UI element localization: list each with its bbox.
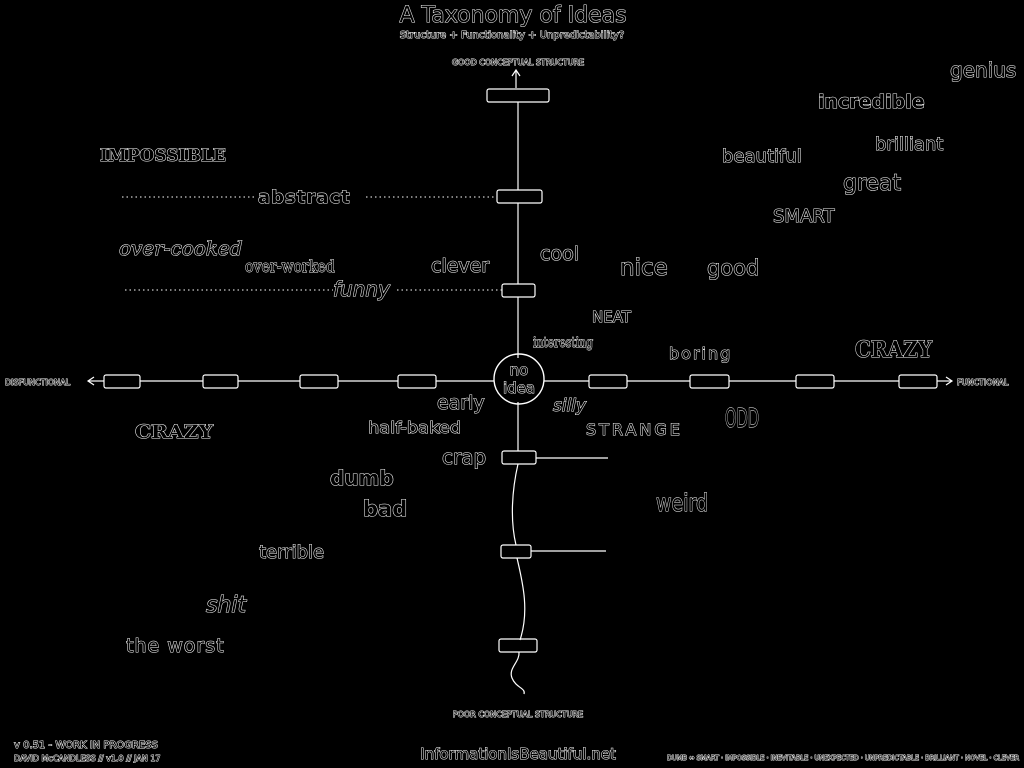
word-over-worked: over-worked [245, 257, 335, 277]
axis-box [486, 88, 550, 103]
word-genius: genius [950, 58, 1016, 82]
word-the-worst: the worst [126, 635, 225, 657]
word-funny: funny [333, 277, 391, 301]
dotted-guides [122, 196, 502, 291]
center-label-line1: no [510, 361, 529, 379]
page-title: A Taxonomy of Ideas [399, 3, 626, 28]
word-smart: SMART [773, 206, 835, 227]
word-silly: silly [553, 396, 587, 416]
axis-box [496, 189, 543, 204]
word-shit: shit [206, 593, 248, 618]
word-over-cooked: over-cooked [119, 236, 243, 260]
word-brilliant: brilliant [875, 134, 943, 155]
right-axis-label: FUNCTIONAL [957, 378, 1009, 387]
word-incredible: incredible [818, 91, 925, 113]
axis-box [500, 544, 532, 559]
word-bad: bad [363, 497, 407, 521]
idea-words: genius incredible brilliant beautiful gr… [100, 58, 1017, 658]
axis-box [588, 374, 628, 389]
word-crazy-left: CRAZY [135, 421, 213, 443]
axis-box [202, 374, 239, 389]
word-early: early [437, 392, 485, 414]
axis-box [795, 374, 835, 389]
version-note: v 0.51 - WORK IN PROGRESS [14, 740, 158, 751]
center-circle [493, 353, 545, 405]
axis-box [498, 638, 538, 653]
word-good: good [707, 256, 759, 280]
horizontal-axis [86, 376, 954, 386]
word-strange: STRANGE [586, 420, 683, 439]
word-cool: cool [540, 243, 579, 265]
word-abstract: abstract [258, 187, 351, 208]
word-crazy-right: CRAZY [855, 337, 932, 363]
word-half-baked: half-baked [368, 418, 461, 437]
bottom-axis-label: POOR CONCEPTUAL STRUCTURE [453, 710, 583, 719]
axis-box [397, 374, 437, 389]
credit-note: DAVID McCANDLESS // v1.0 // JAN 17 [14, 754, 161, 763]
word-odd: ODD [725, 404, 759, 434]
word-weird: weird [656, 489, 708, 517]
word-beautiful: beautiful [722, 146, 802, 167]
axis-box [501, 283, 536, 298]
axis-box [898, 374, 938, 389]
word-crap: crap [442, 445, 486, 469]
vertical-axis [510, 68, 608, 695]
word-nice: nice [620, 255, 668, 281]
word-neat: NEAT [592, 308, 632, 326]
word-dumb: dumb [330, 466, 394, 490]
center-label-line2: idea [503, 379, 535, 397]
axis-box [299, 374, 339, 389]
word-impossible: IMPOSSIBLE [100, 146, 226, 166]
site-credit: InformationIsBeautiful.net [420, 745, 616, 763]
left-axis-label: DISFUNCTIONAL [5, 378, 71, 387]
axis-box [689, 374, 730, 389]
axis-box [501, 450, 537, 465]
page-subtitle: Structure + Functionality + Unpredictabi… [400, 30, 625, 41]
word-great: great [843, 171, 902, 196]
word-clever: clever [431, 255, 489, 277]
top-axis-label: GOOD CONCEPTUAL STRUCTURE [452, 58, 584, 67]
word-terrible: terrible [259, 542, 324, 563]
axis-box [103, 374, 141, 389]
footer-legend: DUMB ↔ SMART · IMPOSSIBLE · INEVITABLE ·… [667, 754, 1019, 762]
word-interesting: interesting [533, 335, 593, 351]
word-boring: boring [669, 344, 732, 363]
